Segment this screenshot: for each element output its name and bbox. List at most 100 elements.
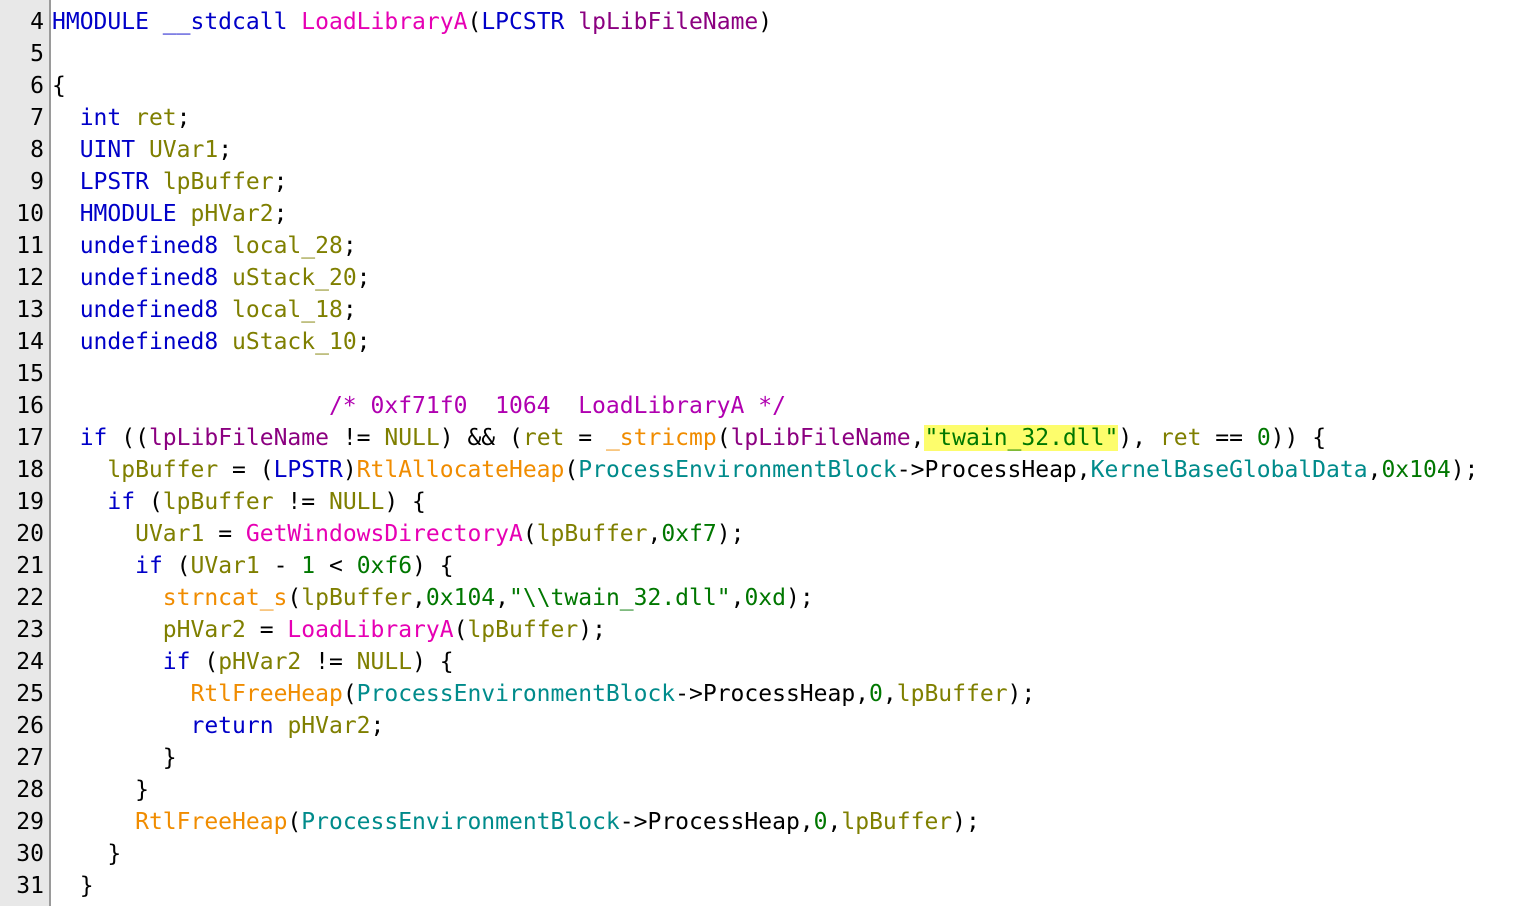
code-token[interactable] [177,201,191,227]
code-token[interactable]: ), [1118,425,1160,451]
code-token[interactable]: lpBuffer [896,681,1008,707]
code-token[interactable]: ( [716,425,731,451]
code-token[interactable]: lpLibFileName [578,9,759,35]
code-text[interactable]: RtlFreeHeap(ProcessEnvironmentBlock->Pro… [52,806,980,838]
code-text[interactable]: HMODULE pHVar2; [52,198,288,230]
code-token[interactable]: 0xf7 [661,521,717,547]
code-token[interactable] [218,297,232,323]
code-token[interactable] [274,713,288,739]
code-token[interactable]: ) [758,9,773,35]
code-token[interactable] [52,553,135,579]
code-token[interactable]: pHVar2 [162,617,246,643]
code-token[interactable]: 0xd [744,585,786,611]
code-token[interactable]: } [52,745,177,771]
code-token[interactable] [564,9,578,35]
code-token[interactable]: ( [190,649,219,675]
code-text[interactable]: int ret; [52,102,191,134]
code-token[interactable]: RtlFreeHeap [190,681,343,707]
code-token[interactable]: ); [952,809,980,835]
code-token[interactable]: RtlFreeHeap [135,809,288,835]
code-token[interactable]: { [52,73,66,99]
code-token[interactable]: ProcessEnvironmentBlock [356,681,676,707]
code-token[interactable]: undefined8 [79,265,219,291]
code-token[interactable] [287,9,301,35]
code-token[interactable]: GetWindowsDirectoryA [245,521,523,547]
code-token[interactable]: 0 [1256,425,1271,451]
code-line[interactable]: 14 undefined8 uStack_10; [0,326,1537,358]
code-text[interactable]: UVar1 = GetWindowsDirectoryA(lpBuffer,0x… [52,518,744,550]
code-token[interactable] [52,393,329,419]
code-token[interactable]: , [882,681,897,707]
code-token[interactable]: if [79,425,108,451]
code-token[interactable]: , [495,585,510,611]
code-line[interactable]: 27 } [0,742,1537,774]
code-token[interactable] [52,233,80,259]
code-token[interactable]: lpBuffer [162,169,274,195]
code-line[interactable]: 24 if (pHVar2 != NULL) { [0,646,1537,678]
code-text[interactable]: UINT UVar1; [52,134,232,166]
code-text[interactable]: LPSTR lpBuffer; [52,166,288,198]
code-token[interactable] [52,617,163,643]
code-token[interactable]: pHVar2 [218,649,302,675]
code-token[interactable]: /* 0xf71f0 1064 LoadLibraryA */ [328,393,786,419]
code-token[interactable]: ; [176,105,191,131]
code-token[interactable]: lpBuffer [467,617,579,643]
code-token[interactable]: ->ProcessHeap, [675,681,870,707]
code-token[interactable]: strncat_s [162,585,288,611]
code-token[interactable]: int [79,105,122,131]
code-token[interactable]: } [52,777,149,803]
code-token[interactable]: ; [273,169,288,195]
code-line[interactable]: 21 if (UVar1 - 1 < 0xf6) { [0,550,1537,582]
code-token[interactable]: ); [716,521,745,547]
code-token[interactable]: = [245,617,288,643]
code-line[interactable]: 7 int ret; [0,102,1537,134]
code-text[interactable]: undefined8 uStack_10; [52,326,371,358]
code-line[interactable]: 31 } [0,870,1537,902]
code-text[interactable]: return pHVar2; [52,710,384,742]
code-text[interactable]: strncat_s(lpBuffer,0x104,"\\twain_32.dll… [52,582,814,614]
code-token[interactable]: ; [218,137,233,163]
code-token[interactable]: ProcessEnvironmentBlock [578,457,897,483]
code-token[interactable]: LoadLibraryA [301,9,468,35]
code-token[interactable]: ( [522,521,537,547]
code-line[interactable]: 18 lpBuffer = (LPSTR)RtlAllocateHeap(Pro… [0,454,1537,486]
code-token[interactable] [52,681,190,707]
code-token[interactable] [52,521,135,547]
code-token[interactable] [52,649,163,675]
code-line[interactable]: 19 if (lpBuffer != NULL) { [0,486,1537,518]
code-token[interactable]: ret [522,425,565,451]
code-line[interactable]: 11 undefined8 local_28; [0,230,1537,262]
code-token[interactable]: ; [273,201,288,227]
code-token[interactable] [218,265,232,291]
code-line[interactable]: 6{ [0,70,1537,102]
code-line[interactable]: 23 pHVar2 = LoadLibraryA(lpBuffer); [0,614,1537,646]
code-text[interactable]: } [52,870,94,902]
code-line[interactable]: 28 } [0,774,1537,806]
code-token[interactable]: ; [342,297,357,323]
code-token[interactable]: if [135,553,163,579]
code-text[interactable]: undefined8 local_28; [52,230,357,262]
code-text[interactable]: if (UVar1 - 1 < 0xf6) { [52,550,454,582]
code-token[interactable] [52,297,80,323]
code-token[interactable]: ( [342,681,357,707]
code-token[interactable]: ); [1450,457,1479,483]
code-line[interactable]: 17 if ((lpLibFileName != NULL) && (ret =… [0,422,1537,454]
code-token[interactable]: 0x104 [425,585,496,611]
code-line[interactable]: 30 } [0,838,1537,870]
code-token[interactable]: uStack_10 [232,329,357,355]
code-text[interactable]: { [52,70,66,102]
code-line[interactable]: 22 strncat_s(lpBuffer,0x104,"\\twain_32.… [0,582,1537,614]
code-token[interactable]: LPSTR [79,169,149,195]
code-token[interactable]: pHVar2 [190,201,274,227]
code-token[interactable]: local_18 [232,297,343,323]
code-token[interactable]: ( [453,617,468,643]
code-token[interactable]: != [273,489,329,515]
code-token[interactable]: _stricmp [605,425,717,451]
code-text[interactable]: RtlFreeHeap(ProcessEnvironmentBlock->Pro… [52,678,1035,710]
code-token[interactable]: 1 [301,553,316,579]
code-token[interactable]: UVar1 [148,137,219,163]
code-token[interactable]: = [204,521,246,547]
code-token[interactable]: , [1367,457,1382,483]
code-token[interactable]: UVar1 [135,521,205,547]
